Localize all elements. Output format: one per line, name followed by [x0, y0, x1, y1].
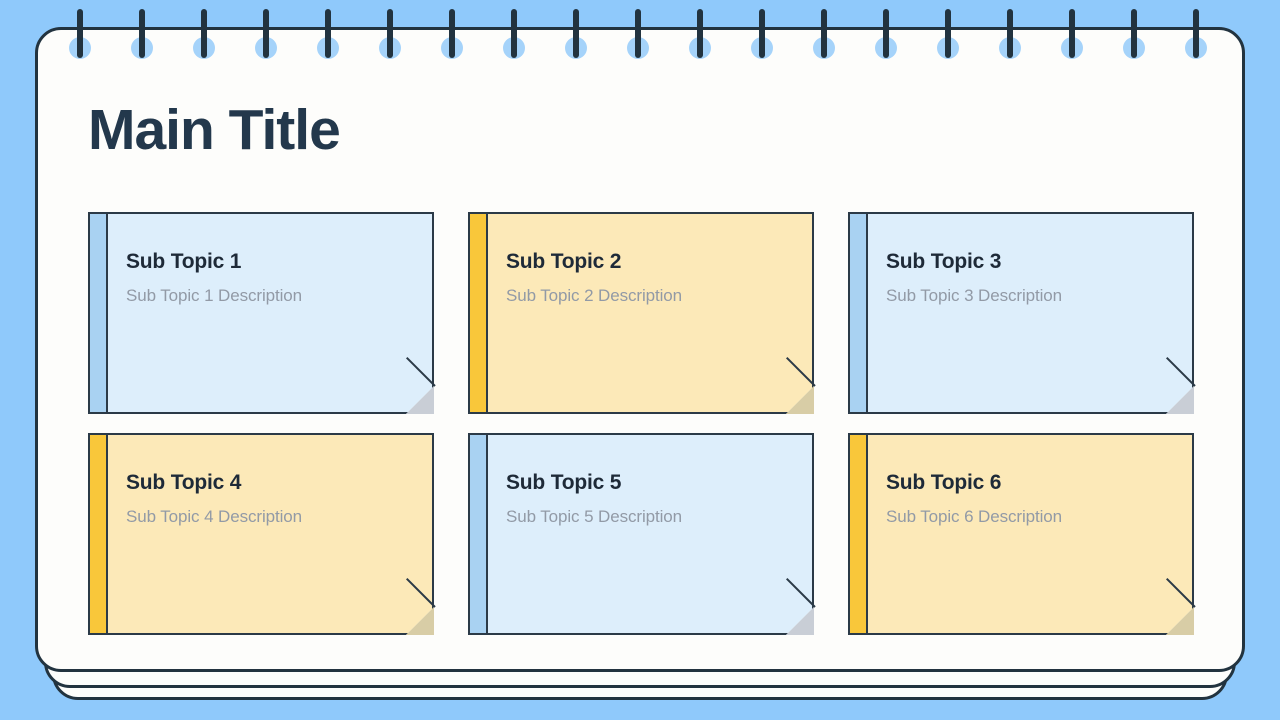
spiral-ring-wire-icon: [139, 9, 145, 58]
card-body: [88, 433, 434, 635]
spiral-ring: [998, 0, 1022, 70]
spiral-ring: [1184, 0, 1208, 70]
card-text-block: Sub Topic 2 Sub Topic 2 Description: [506, 249, 794, 307]
spiral-ring: [440, 0, 464, 70]
notebook-page-content: Main Title Sub Topic 1 Sub Topic 1 Descri…: [35, 27, 1245, 672]
spiral-ring: [626, 0, 650, 70]
spiral-ring-wire-icon: [1069, 9, 1075, 58]
spiral-ring: [874, 0, 898, 70]
sub-topic-card[interactable]: Sub Topic 5 Sub Topic 5 Description: [468, 433, 816, 635]
spiral-ring-wire-icon: [883, 9, 889, 58]
spiral-ring: [316, 0, 340, 70]
card-title: Sub Topic 3: [886, 250, 1002, 273]
spiral-ring-wire-icon: [759, 9, 765, 58]
card-body: [468, 212, 814, 414]
card-title: Sub Topic 4: [126, 471, 242, 494]
spiral-ring-wire-icon: [449, 9, 455, 58]
spiral-ring-wire-icon: [697, 9, 703, 58]
card-description: Sub Topic 6 Description: [886, 507, 1062, 527]
card-accent-stripe: [850, 435, 868, 633]
sub-topic-card[interactable]: Sub Topic 3 Sub Topic 3 Description: [848, 212, 1196, 414]
spiral-ring: [564, 0, 588, 70]
card-accent-stripe: [470, 214, 488, 412]
spiral-ring: [1060, 0, 1084, 70]
spiral-ring: [254, 0, 278, 70]
spiral-ring-wire-icon: [511, 9, 517, 58]
card-accent-stripe: [90, 435, 108, 633]
card-accent-stripe: [850, 214, 868, 412]
spiral-ring: [688, 0, 712, 70]
card-title: Sub Topic 6: [886, 471, 1002, 494]
card-text-block: Sub Topic 5 Sub Topic 5 Description: [506, 470, 794, 528]
sub-topic-card[interactable]: Sub Topic 4 Sub Topic 4 Description: [88, 433, 436, 635]
spiral-ring-wire-icon: [263, 9, 269, 58]
card-body: [88, 212, 434, 414]
card-description: Sub Topic 4 Description: [126, 507, 302, 527]
spiral-ring-wire-icon: [945, 9, 951, 58]
spiral-ring-wire-icon: [1131, 9, 1137, 58]
card-accent-stripe: [90, 214, 108, 412]
page-title: Main Title: [88, 98, 341, 162]
spiral-ring: [130, 0, 154, 70]
card-title: Sub Topic 5: [506, 471, 622, 494]
spiral-ring: [502, 0, 526, 70]
card-accent-stripe: [470, 435, 488, 633]
spiral-ring-wire-icon: [1193, 9, 1199, 58]
card-title: Sub Topic 2: [506, 250, 622, 273]
spiral-ring-wire-icon: [821, 9, 827, 58]
card-description: Sub Topic 3 Description: [886, 286, 1062, 306]
card-body: [848, 433, 1194, 635]
spiral-ring-wire-icon: [635, 9, 641, 58]
spiral-ring: [1122, 0, 1146, 70]
spiral-ring-wire-icon: [201, 9, 207, 58]
spiral-ring-wire-icon: [387, 9, 393, 58]
card-body: [848, 212, 1194, 414]
card-text-block: Sub Topic 3 Sub Topic 3 Description: [886, 249, 1174, 307]
spiral-ring: [378, 0, 402, 70]
spiral-ring: [192, 0, 216, 70]
spiral-ring-wire-icon: [573, 9, 579, 58]
spiral-ring-wire-icon: [1007, 9, 1013, 58]
sub-topic-card[interactable]: Sub Topic 2 Sub Topic 2 Description: [468, 212, 816, 414]
spiral-ring: [812, 0, 836, 70]
spiral-ring: [750, 0, 774, 70]
spiral-binding: [0, 0, 1280, 80]
card-body: [468, 433, 814, 635]
spiral-ring: [68, 0, 92, 70]
card-text-block: Sub Topic 4 Sub Topic 4 Description: [126, 470, 414, 528]
spiral-ring: [936, 0, 960, 70]
card-text-block: Sub Topic 6 Sub Topic 6 Description: [886, 470, 1174, 528]
sub-topic-card[interactable]: Sub Topic 6 Sub Topic 6 Description: [848, 433, 1196, 635]
spiral-ring-wire-icon: [325, 9, 331, 58]
sub-topic-card[interactable]: Sub Topic 1 Sub Topic 1 Description: [88, 212, 436, 414]
card-description: Sub Topic 1 Description: [126, 286, 302, 306]
spiral-ring-wire-icon: [77, 9, 83, 58]
card-description: Sub Topic 2 Description: [506, 286, 682, 306]
card-text-block: Sub Topic 1 Sub Topic 1 Description: [126, 249, 414, 307]
card-description: Sub Topic 5 Description: [506, 507, 682, 527]
card-title: Sub Topic 1: [126, 250, 242, 273]
